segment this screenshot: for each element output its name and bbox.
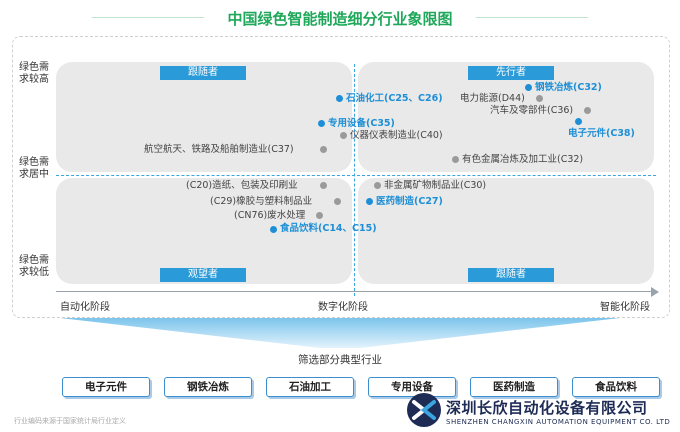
dot-aerospace [320, 146, 327, 153]
item-paper: (C20)造纸、包装及印刷业 [186, 180, 298, 191]
quadrant-top-right [358, 62, 654, 172]
dot-power [536, 95, 543, 102]
title-decoration-right [476, 17, 588, 18]
y-label-mid: 绿色需求居中 [19, 157, 49, 180]
dot-rubber [334, 198, 341, 205]
item-steel: 钢铁冶炼(C32) [535, 82, 602, 93]
chip-steel: 钢铁冶炼 [164, 377, 252, 397]
quadrant-top-left [56, 62, 352, 172]
item-food: 食品饮料(C14、C15) [280, 223, 377, 234]
company-logo [407, 393, 441, 427]
chip-special-equipment: 专用设备 [368, 377, 456, 397]
tag-follower-bottom: 跟随者 [468, 268, 554, 282]
dot-wastewater [316, 212, 323, 219]
chip-petro: 石油加工 [266, 377, 354, 397]
dot-paper [320, 182, 327, 189]
item-special-equipment: 专用设备(C35) [328, 118, 395, 129]
horizontal-divider [56, 175, 656, 176]
quadrant-bottom-right [358, 178, 654, 284]
y-label-high: 绿色需求较高 [19, 62, 49, 85]
filter-label: 筛选部分典型行业 [298, 354, 382, 366]
item-nonmetal: 非金属矿物制品业(C30) [384, 180, 487, 191]
x-label-intelligent: 智能化阶段 [600, 302, 650, 313]
x-label-automation: 自动化阶段 [60, 302, 110, 313]
dot-special-equipment [318, 120, 325, 127]
diagram-title: 中国绿色智能制造细分行业象限图 [227, 10, 453, 28]
vertical-divider [354, 64, 355, 296]
dot-food [270, 226, 277, 233]
quadrant-bottom-left [56, 178, 352, 284]
tag-observer: 观望者 [160, 268, 246, 282]
company-name-en: SHENZHEN CHANGXIN AUTOMATION EQUIPMENT C… [446, 418, 671, 426]
y-label-low: 绿色需求较低 [19, 255, 49, 278]
chip-electronic: 电子元件 [62, 377, 150, 397]
item-petro: 石油化工(C25、C26) [346, 93, 443, 104]
quadrant-frame [12, 36, 670, 318]
dot-steel [525, 84, 532, 91]
x-axis-arrow-icon [651, 287, 659, 297]
x-axis [56, 291, 652, 292]
dot-auto [584, 107, 591, 114]
footnote: 行业编码来源于国家统计局行业定义 [14, 417, 126, 425]
item-aerospace: 航空航天、铁路及船舶制造业(C37) [144, 144, 294, 155]
x-label-digital: 数字化阶段 [318, 302, 368, 313]
item-nonferrous: 有色金属冶炼及加工业(C32) [462, 154, 584, 165]
chip-pharma: 医药制造 [470, 377, 558, 397]
tag-pioneer: 先行者 [468, 66, 554, 80]
item-power: 电力能源(D44) [460, 93, 525, 104]
funnel-shape [60, 318, 620, 348]
item-instrument: 仪器仪表制造业(C40) [350, 130, 443, 141]
item-rubber: (C29)橡胶与塑料制品业 [210, 196, 313, 207]
dot-electronic [575, 118, 582, 125]
dot-petro [336, 95, 343, 102]
dot-instrument [340, 132, 347, 139]
company-name: 深圳长欣自动化设备有限公司 [446, 399, 648, 417]
dot-pharma [366, 198, 373, 205]
item-auto: 汽车及零部件(C36) [490, 105, 574, 116]
item-pharma: 医药制造(C27) [376, 196, 443, 207]
title-decoration-left [92, 17, 204, 18]
dot-nonferrous [452, 156, 459, 163]
chip-food: 食品饮料 [572, 377, 660, 397]
item-electronic: 电子元件(C38) [568, 128, 635, 139]
item-wastewater: (CN76)废水处理 [234, 210, 306, 221]
dot-nonmetal [374, 182, 381, 189]
tag-follower-top: 跟随者 [160, 66, 246, 80]
